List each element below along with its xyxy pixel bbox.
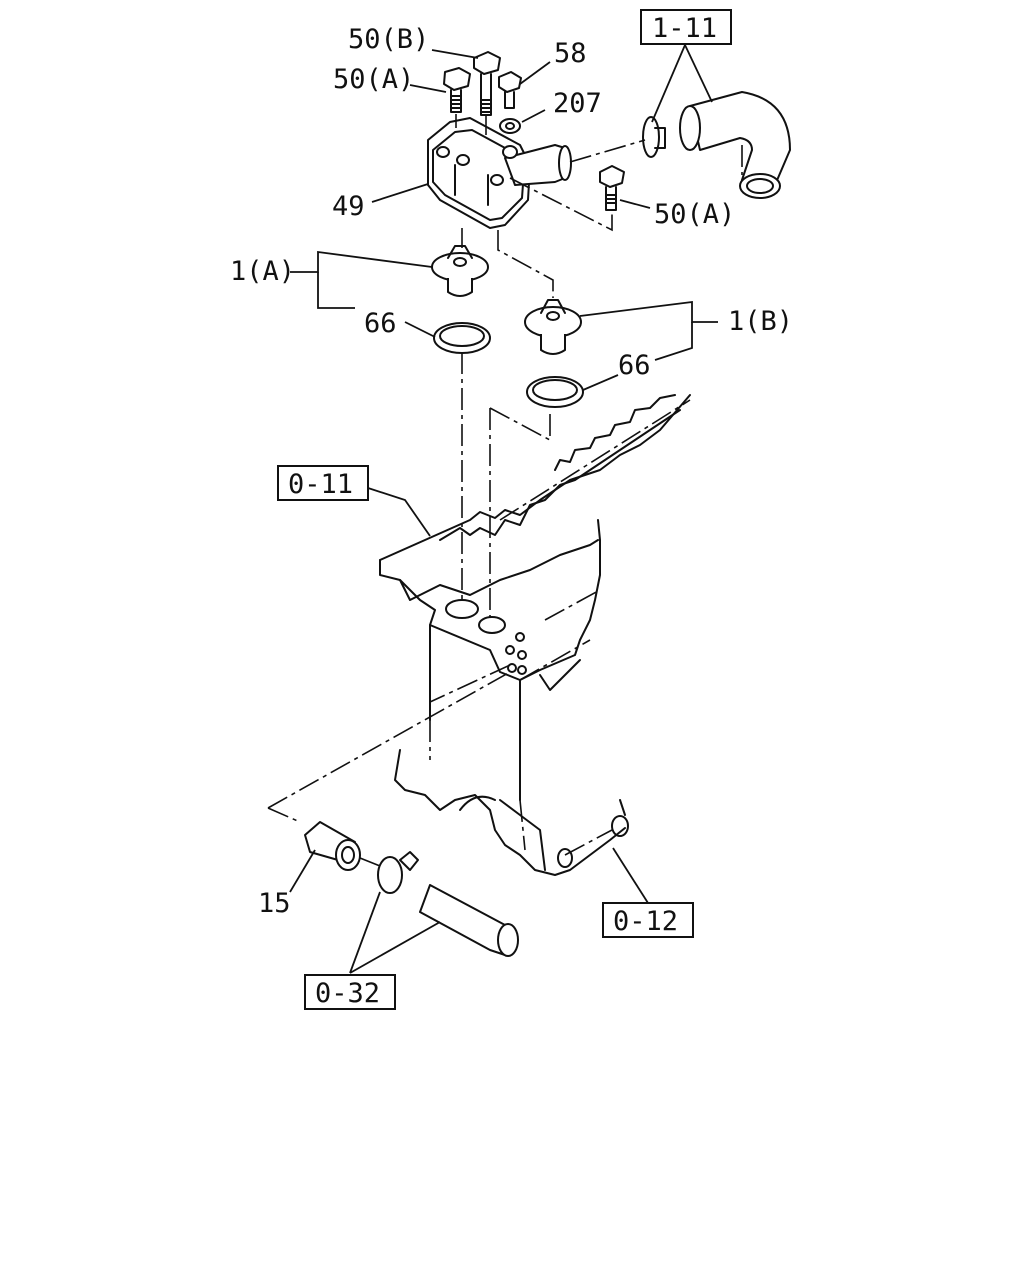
label-1b: 1(B): [728, 306, 793, 337]
thermostat-housing: [427, 117, 572, 229]
label-15: 15: [258, 888, 291, 919]
hose-clamp-bottom: [377, 851, 419, 894]
label-207: 207: [553, 88, 602, 119]
cylinder-head-block: [379, 394, 691, 876]
label-50a-top: 50(A): [333, 64, 414, 95]
sensor-15: [304, 821, 361, 871]
bolt-50a-right: [599, 165, 625, 211]
ref-leaders: [349, 44, 713, 974]
ref-1-11-text: 1-11: [652, 13, 717, 44]
gasket-207: [499, 118, 521, 134]
part-labels: 50(B) 50(A) 58 207 49 50(A) 1(A) 1(B) 66…: [230, 24, 793, 919]
thermostat-1b: [524, 299, 582, 355]
hose-clamp-top: [642, 116, 666, 158]
label-66-left: 66: [364, 308, 397, 339]
ring-66-right: [526, 376, 584, 408]
leader-lines: [289, 49, 718, 893]
ref-box-0-12[interactable]: 0-12: [602, 902, 694, 938]
lower-hose: [419, 884, 519, 957]
label-50a-right: 50(A): [654, 199, 735, 230]
ref-box-1-11[interactable]: 1-11: [640, 9, 732, 45]
thermostat-1a: [431, 245, 489, 297]
ref-0-32-text: 0-32: [315, 978, 380, 1009]
ref-box-0-11[interactable]: 0-11: [277, 465, 369, 501]
bolt-58: [498, 71, 522, 109]
label-66-right: 66: [618, 350, 651, 381]
bolt-50a-top: [443, 67, 471, 113]
ring-66-left: [433, 322, 491, 354]
label-1a: 1(A): [230, 256, 295, 287]
ref-0-12-text: 0-12: [613, 906, 678, 937]
upper-hose: [679, 91, 791, 199]
label-58: 58: [554, 38, 587, 69]
assembly-lines: [267, 114, 646, 867]
ref-0-11-text: 0-11: [288, 469, 353, 500]
label-49: 49: [332, 191, 365, 222]
bolt-50b: [473, 51, 501, 116]
label-50b: 50(B): [348, 24, 429, 55]
ref-box-0-32[interactable]: 0-32: [304, 974, 396, 1010]
